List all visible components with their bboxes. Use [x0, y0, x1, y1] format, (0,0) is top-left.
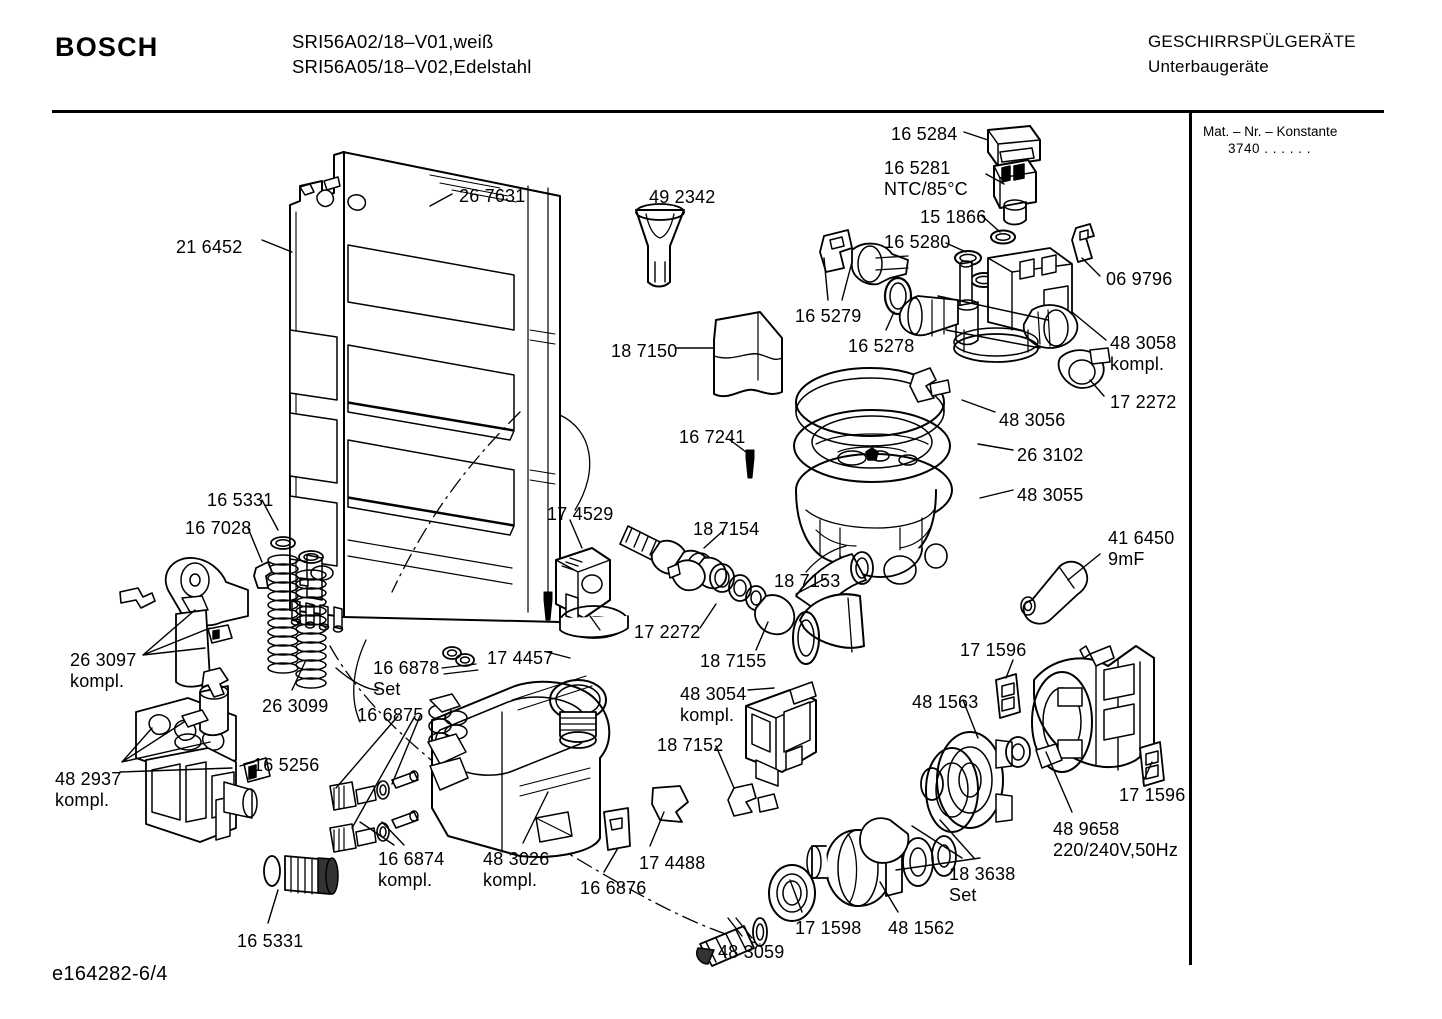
dispenser-pins: [329, 770, 419, 853]
part-label-49-2342: 49 2342: [649, 187, 716, 207]
clip-171596-top: [995, 673, 1021, 719]
part-label-48-3058: 48 3058 kompl.: [1110, 333, 1177, 374]
part-label-18-7150: 18 7150: [611, 341, 678, 361]
part-label-18-7152: 18 7152: [657, 735, 724, 755]
info-box-divider-rule: [1189, 112, 1192, 965]
part-label-17-4457: 17 4457: [487, 648, 554, 668]
mat-nr-konstante-label: Mat. – Nr. – Konstante: [1203, 124, 1338, 139]
water-distributor-483058: [898, 247, 1079, 363]
block-483054: [745, 681, 817, 787]
part-label-26-3097: 26 3097 kompl.: [70, 650, 137, 691]
part-label-16-6878: 16 6878 Set: [373, 658, 440, 699]
part-label-21-6452: 21 6452: [176, 237, 243, 257]
part-label-48-9658: 48 9658 220/240V,50Hz: [1053, 819, 1179, 860]
door-liner-panel: [289, 151, 561, 633]
hose-chain-187154: [619, 525, 874, 665]
mat-nr-konstante-value: 3740 . . . . . .: [1228, 141, 1312, 156]
part-label-18-7155: 18 7155: [700, 651, 767, 671]
screw-167241-bottom: [543, 591, 553, 621]
part-label-16-5331-bottom: 16 5331: [237, 931, 304, 951]
part-label-16-5279: 16 5279: [795, 306, 862, 326]
part-label-17-1596-top: 17 1596: [960, 640, 1027, 660]
inlet-valve-assembly: [119, 557, 249, 688]
clip-069796: [1071, 223, 1095, 263]
part-label-17-4529: 17 4529: [547, 504, 614, 524]
part-label-18-3638: 18 3638 Set: [949, 864, 1016, 905]
pump-seal-483638: [920, 731, 1031, 833]
part-label-48-3026: 48 3026 kompl.: [483, 849, 550, 890]
funnel-492342: [635, 203, 685, 288]
water-switch-block: [135, 667, 271, 843]
cover-187150: [713, 311, 783, 398]
part-label-16-7028: 16 7028: [185, 518, 252, 538]
part-label-48-3056: 48 3056: [999, 410, 1066, 430]
part-label-41-6450: 41 6450 9mF: [1108, 528, 1175, 569]
part-label-16-5284: 16 5284: [891, 124, 958, 144]
part-label-16-5281: 16 5281 NTC/85°C: [884, 158, 968, 199]
part-label-17-4488: 17 4488: [639, 853, 706, 873]
part-label-18-7153: 18 7153: [774, 571, 841, 591]
part-label-16-6876: 16 6876: [580, 878, 647, 898]
part-label-16-5278: 16 5278: [848, 336, 915, 356]
part-label-17-1596-bottom: 17 1596: [1119, 785, 1186, 805]
part-label-26-3099: 26 3099: [262, 696, 329, 716]
category-line-2: Unterbaugeräte: [1148, 57, 1269, 76]
seal-pair-174457: [441, 646, 479, 675]
part-label-48-2937: 48 2937 kompl.: [55, 769, 122, 810]
corrugated-hose-left: [263, 855, 339, 895]
motor-489658: [1031, 645, 1155, 773]
part-label-16-6874: 16 6874 kompl.: [378, 849, 445, 890]
model-line-1: SRI56A02/18–V01,weiß: [292, 31, 494, 52]
spring-assembly-left: [253, 536, 327, 689]
part-label-16-7241-top: 16 7241: [679, 427, 746, 447]
mount-174529: [555, 547, 629, 639]
capacitor-416450: [1020, 560, 1089, 625]
sensor-165281-ntc: [993, 159, 1037, 226]
category-line-1: GESCHIRRSPÜLGERÄTE: [1148, 32, 1356, 51]
part-label-06-9796: 06 9796: [1106, 269, 1173, 289]
detergent-dispenser: [427, 675, 611, 858]
part-label-16-5280: 16 5280: [884, 232, 951, 252]
part-label-18-7154: 18 7154: [693, 519, 760, 539]
part-label-17-2272-right: 17 2272: [1110, 392, 1177, 412]
header-divider-rule: [52, 110, 1384, 113]
clip-166876: [603, 807, 631, 851]
bosch-logo: BOSCH: [55, 32, 159, 62]
screw-167241-top: [745, 449, 755, 479]
part-label-48-3059: 48 3059: [718, 942, 785, 962]
clip-187152: [727, 783, 779, 817]
part-label-16-5331-top: 16 5331: [207, 490, 274, 510]
part-label-48-3055: 48 3055: [1017, 485, 1084, 505]
part-label-26-3102: 26 3102: [1017, 445, 1084, 465]
sensor-165284: [987, 125, 1041, 167]
sump-filter-housing: [793, 367, 953, 585]
part-label-17-1598: 17 1598: [795, 918, 862, 938]
part-label-16-5256: 16 5256: [253, 755, 320, 775]
part-label-48-1563: 48 1563: [912, 692, 979, 712]
clamp-172272-right: [1057, 347, 1111, 389]
part-label-17-2272-mid: 17 2272: [634, 622, 701, 642]
model-line-2: SRI56A05/18–V02,Edelstahl: [292, 56, 532, 77]
clip-171596-bottom: [1139, 741, 1165, 787]
part-label-15-1866: 15 1866: [920, 207, 987, 227]
drawing-number: e164282-6/4: [52, 963, 168, 985]
part-label-48-3054: 48 3054 kompl.: [680, 684, 747, 725]
hook-174488: [651, 785, 689, 823]
part-label-48-1562: 48 1562: [888, 918, 955, 938]
part-label-16-6875: 16 6875: [357, 705, 424, 725]
part-label-26-7631: 26 7631: [459, 186, 526, 206]
